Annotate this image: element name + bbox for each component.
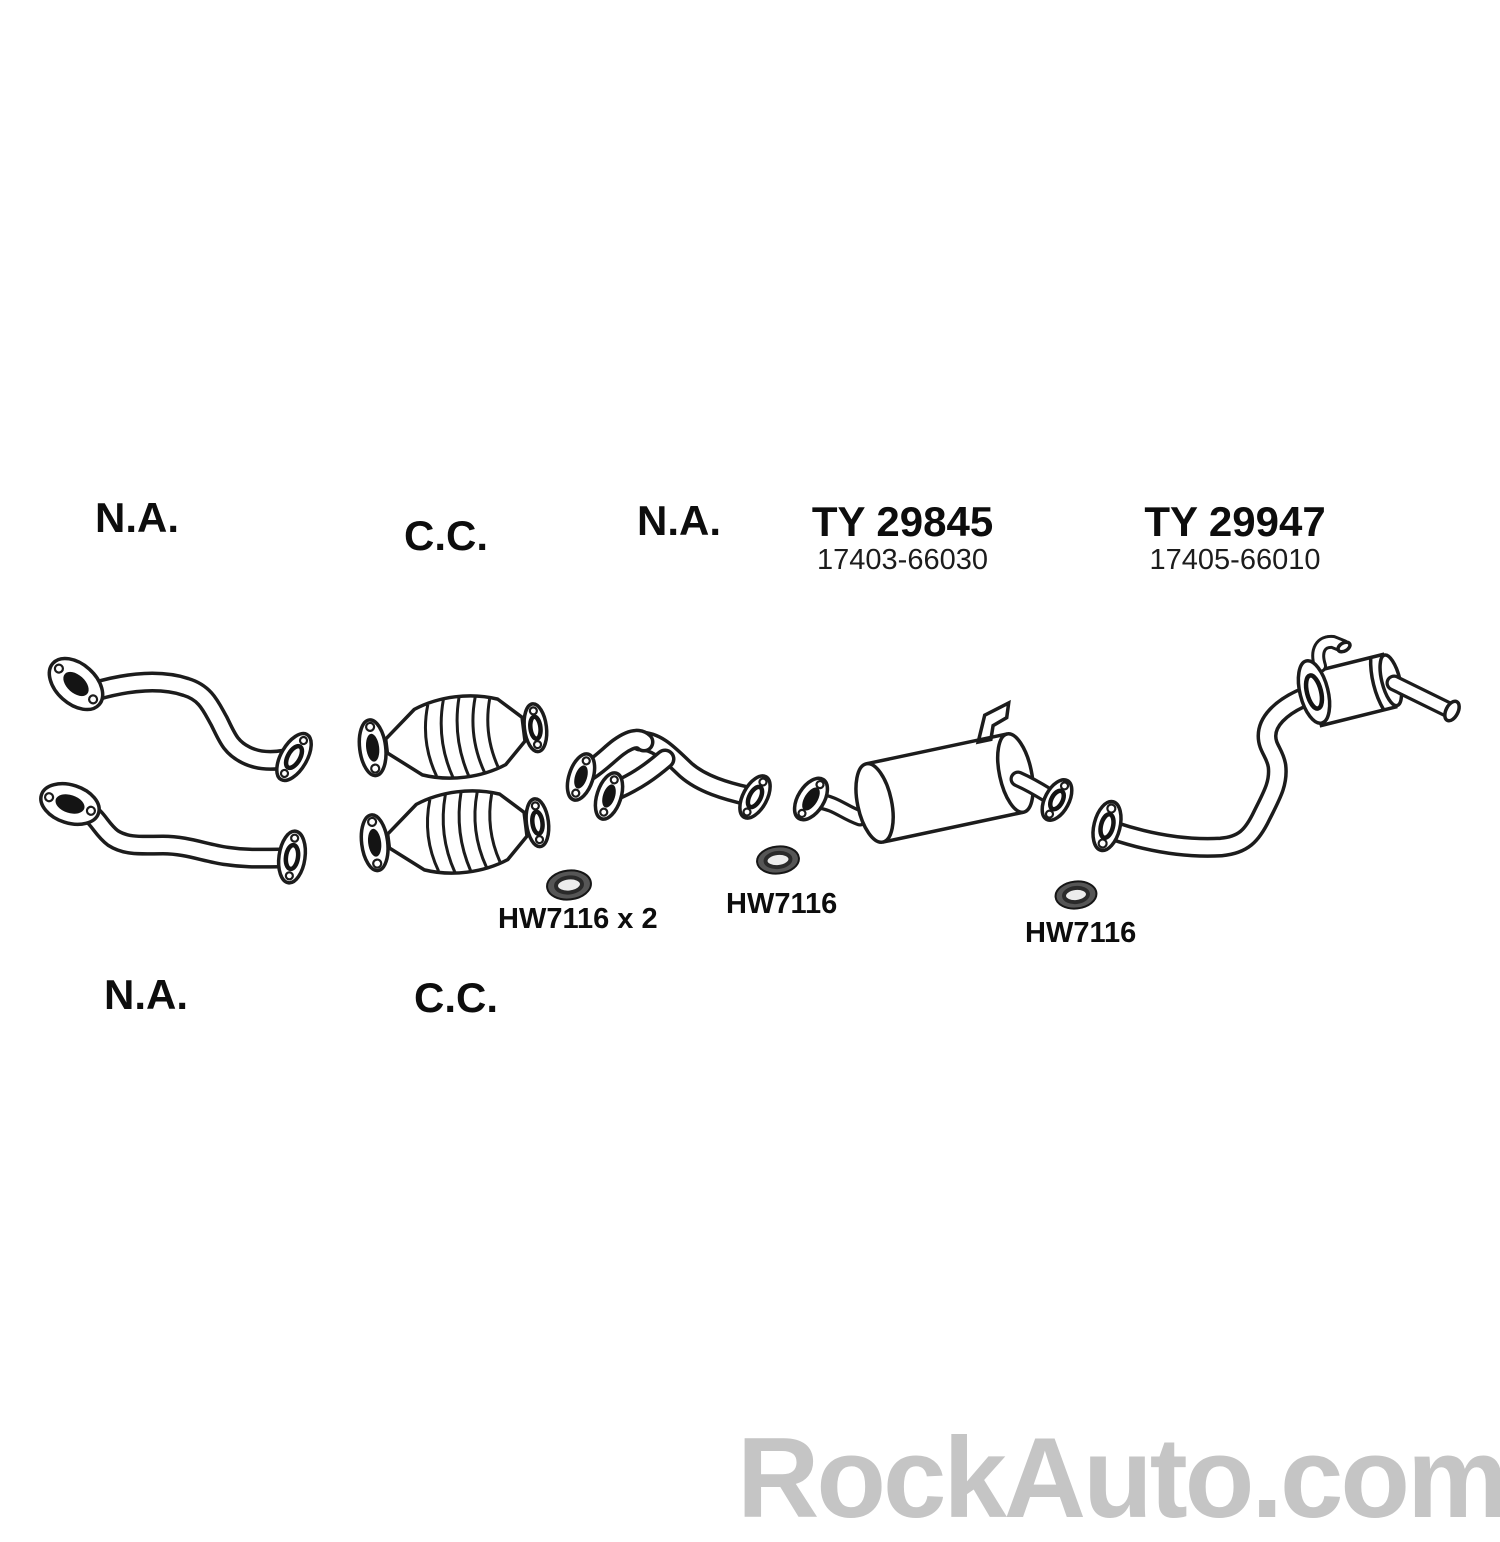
label-front-pipe-bottom: N.A. — [104, 971, 188, 1018]
y-pipe-outlet-flange — [738, 774, 772, 820]
rear-resonator-collar — [1296, 659, 1332, 725]
part-number-block-rear-exhaust: TY 29947 17405-66010 — [1130, 498, 1340, 575]
center-muffler-hanger — [975, 699, 1011, 745]
label-y-pipe: N.A. — [637, 497, 721, 544]
label-gasket-rear: HW7116 — [1025, 917, 1137, 949]
y-pipe-inlet-flange-upper — [565, 752, 597, 802]
rockauto-watermark: RockAuto.com — [737, 1415, 1500, 1542]
tailpipe-tip — [1443, 699, 1461, 723]
label-catalytic-converter-bottom: C.C. — [414, 974, 498, 1021]
front-pipe-upper-inlet-flange — [47, 656, 105, 712]
center-muffler-outlet-flange — [1040, 778, 1074, 822]
front-pipe-lower-outlet-flange — [276, 829, 308, 885]
front-pipe-lower-inlet-flange — [39, 781, 101, 827]
exhaust-parts-drawing — [39, 634, 1461, 910]
rear-exhaust-drawing — [1091, 634, 1461, 858]
label-front-pipe-top: N.A. — [95, 494, 179, 541]
front-pipe-upper-outlet-flange — [275, 731, 313, 783]
front-pipe-upper-drawing — [47, 656, 313, 783]
part-number-block-center-muffler: TY 29845 17403-66030 — [800, 498, 1005, 575]
y-pipe-drawing — [565, 728, 772, 821]
gasket-ring-front — [546, 869, 592, 901]
gasket-ring-rear — [1054, 880, 1098, 910]
oem-number-17405-66010: 17405-66010 — [1149, 544, 1321, 576]
y-pipe-inlet-flange-lower — [593, 771, 625, 821]
rear-exhaust-inlet-flange — [1091, 799, 1123, 853]
label-gasket-center: HW7116 — [726, 888, 838, 920]
part-number-ty29845: TY 29845 — [811, 498, 994, 545]
center-muffler-body — [854, 699, 1035, 845]
label-catalytic-converter-top: C.C. — [404, 512, 488, 559]
catalytic-converter-lower-drawing — [357, 781, 553, 884]
catalytic-converter-upper-drawing — [355, 686, 551, 789]
gasket-ring-center — [756, 845, 800, 875]
label-gasket-front: HW7116 x 2 — [498, 903, 658, 935]
center-muffler-inlet-flange — [792, 776, 830, 822]
oem-number-17403-66030: 17403-66030 — [817, 544, 988, 576]
front-pipe-lower-drawing — [39, 781, 308, 885]
center-muffler-drawing — [792, 699, 1074, 845]
exhaust-diagram-canvas: N.A. C.C. N.A. TY 29845 17403-66030 TY 2… — [39, 494, 1500, 1536]
part-number-ty29947: TY 29947 — [1144, 498, 1326, 545]
